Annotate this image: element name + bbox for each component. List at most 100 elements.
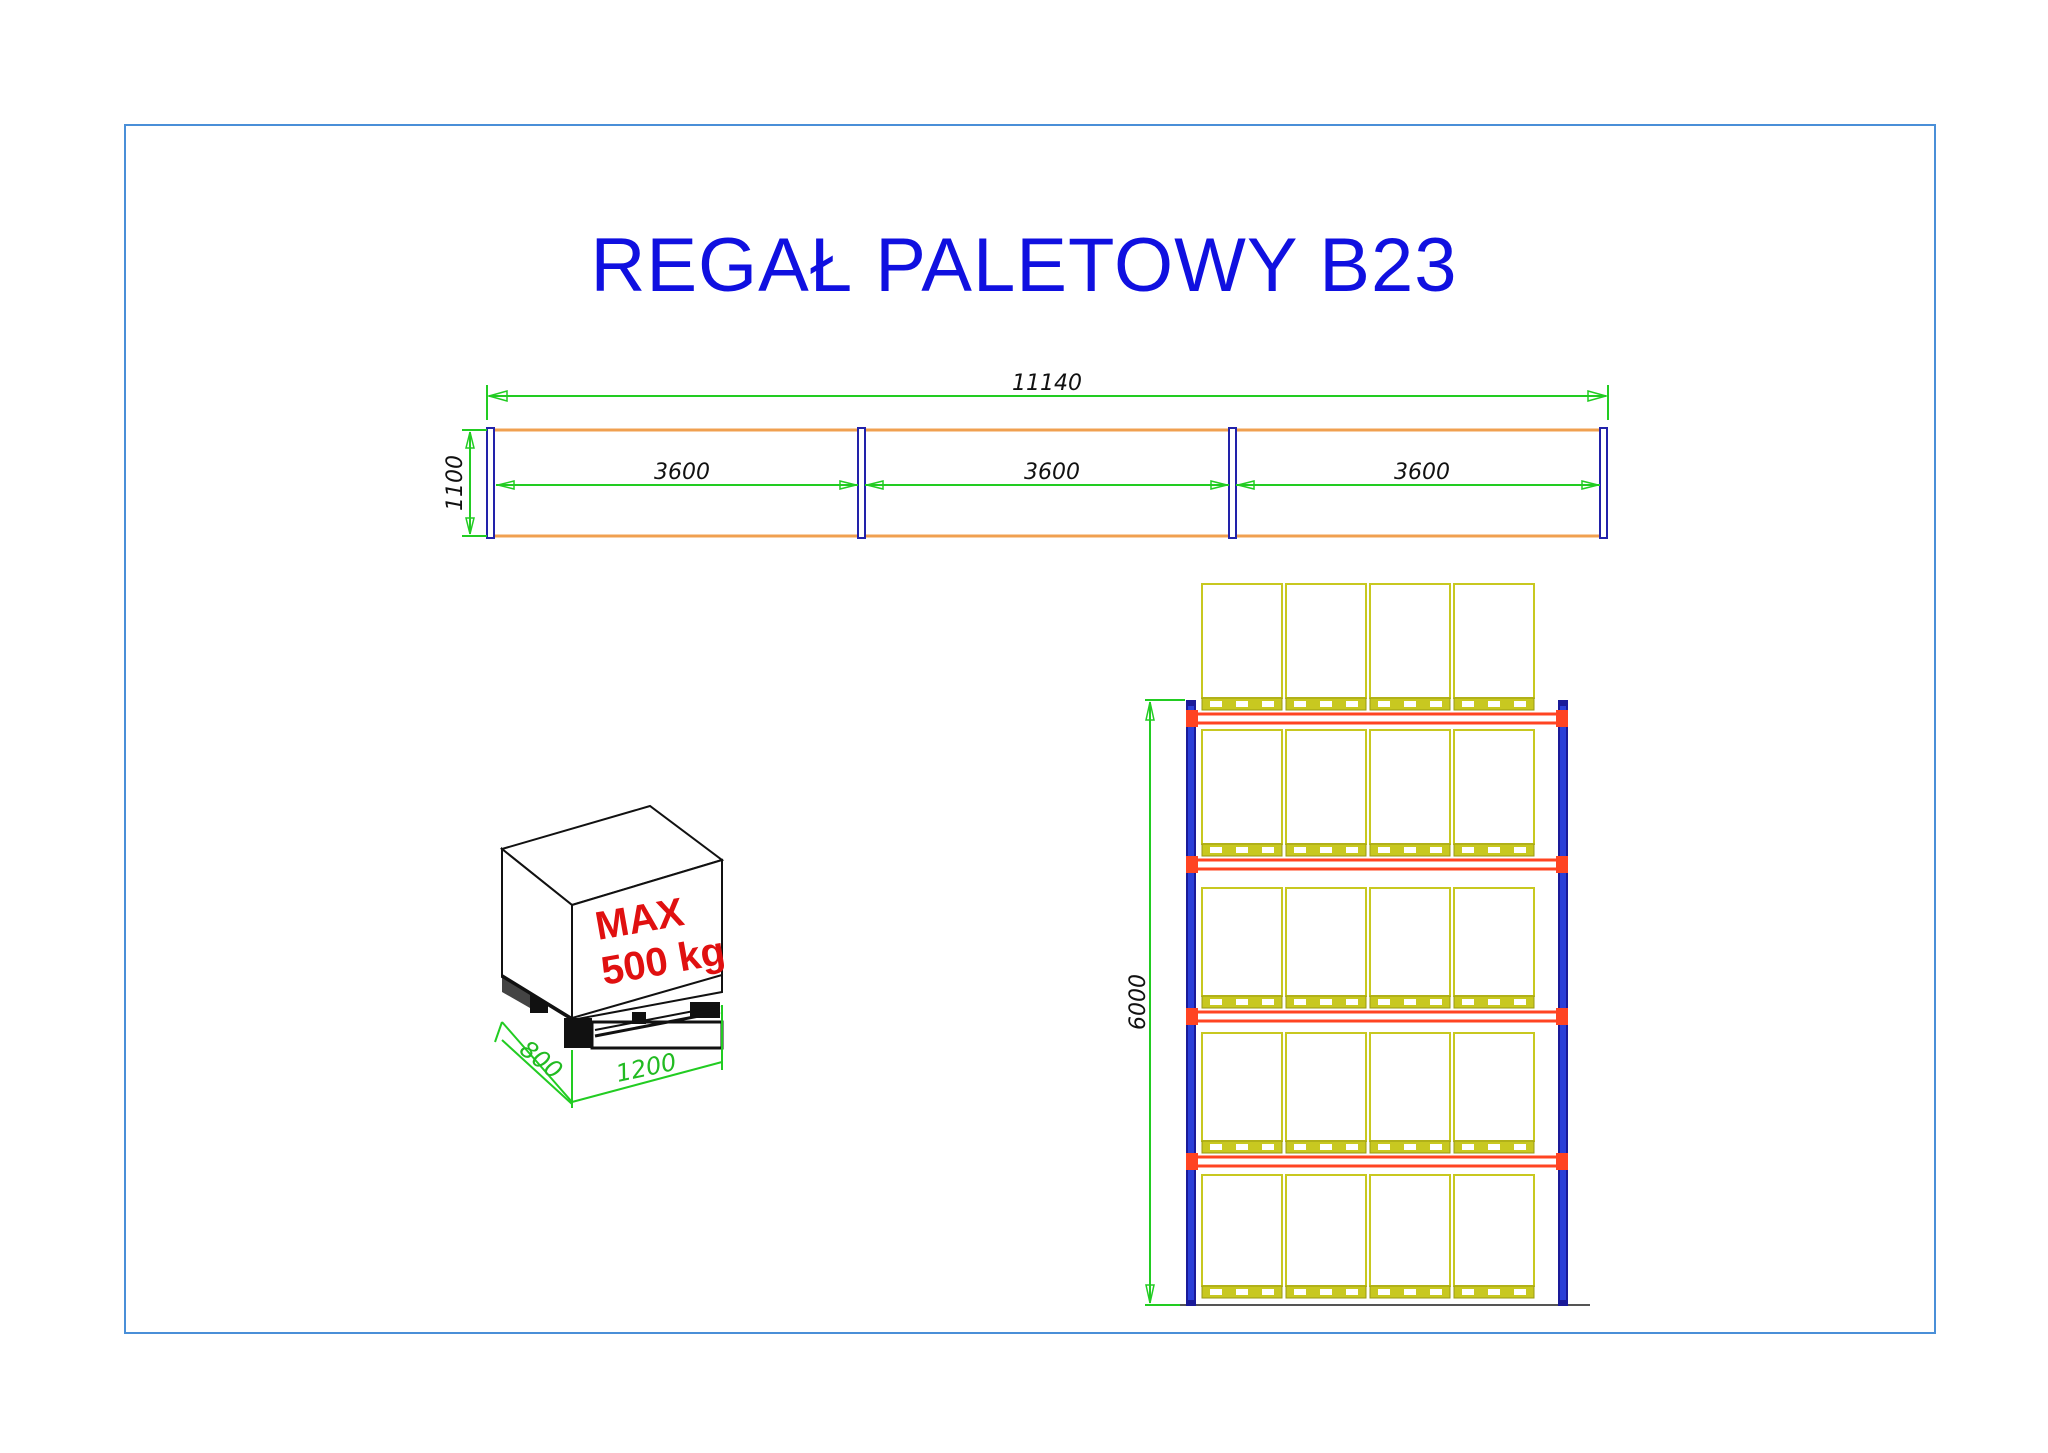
beam-connector: [1186, 1008, 1198, 1025]
pallet-load: [1285, 1174, 1367, 1287]
pallet-load: [1201, 1032, 1283, 1142]
beam-connector: [1556, 1008, 1568, 1025]
beam-connector: [1556, 1153, 1568, 1170]
front-elevation: 6000: [1126, 583, 1590, 1306]
pallet-slot: [1404, 1144, 1416, 1150]
pallet-slot: [1346, 1144, 1358, 1150]
pallet-load: [1369, 1174, 1451, 1287]
pallet-slot: [1378, 1144, 1390, 1150]
level-4: [1201, 729, 1535, 857]
total-length-dimension: 11140: [486, 371, 1609, 420]
pallet-slot: [1404, 847, 1416, 853]
pallet-load: [1453, 1174, 1535, 1287]
pallet-slot: [1430, 701, 1442, 707]
beam-connector: [1556, 710, 1568, 727]
pallet-slot: [1236, 1289, 1248, 1295]
pallet-slot: [1210, 847, 1222, 853]
bay-dimensions: 3600 3600 3600: [496, 460, 1600, 490]
pallet-slot: [1488, 1144, 1500, 1150]
plan-view: 11140 3600 3600: [443, 371, 1609, 539]
bay-2-width-label: 3600: [1024, 460, 1080, 485]
pallet-slot: [1294, 847, 1306, 853]
beam-connector: [1186, 710, 1198, 727]
depth-dimension: 1100: [443, 429, 487, 537]
pallet-slot: [1346, 701, 1358, 707]
pallet-slot: [1514, 1289, 1526, 1295]
pallet-slot: [1210, 701, 1222, 707]
pallet-slot: [1236, 701, 1248, 707]
beam-level-5: [1188, 712, 1566, 725]
pallet-slot: [1236, 1144, 1248, 1150]
pallet-slot: [1488, 701, 1500, 707]
pallet-slot: [1210, 999, 1222, 1005]
level-1: [1201, 1174, 1535, 1299]
pallet-load: [1453, 887, 1535, 997]
pallet-slot: [1320, 1144, 1332, 1150]
pallet-slot: [1378, 1289, 1390, 1295]
pallet-slot: [1514, 701, 1526, 707]
beam-connector: [1556, 856, 1568, 873]
pallet-load: [1201, 583, 1283, 699]
pallet-slot: [1488, 999, 1500, 1005]
height-dimension: 6000: [1126, 699, 1185, 1306]
upright-right: [1558, 700, 1568, 1306]
pallet-load: [1285, 729, 1367, 845]
pallet-slot: [1294, 1144, 1306, 1150]
upright-left: [1186, 700, 1196, 1306]
pallet-base: [501, 958, 724, 1050]
beam-connector: [1186, 1153, 1198, 1170]
pallet-slot: [1262, 1289, 1274, 1295]
plan-upright-2: [857, 427, 866, 539]
beam-connector: [1186, 856, 1198, 873]
pallet-slot: [1210, 1144, 1222, 1150]
pallet-slot: [1488, 847, 1500, 853]
pallet-slot: [1262, 847, 1274, 853]
pallet-slot: [1262, 1144, 1274, 1150]
pallet-box-right: [571, 858, 723, 1020]
pallet-load: [1453, 1032, 1535, 1142]
pallet-slot: [1236, 847, 1248, 853]
pallet-load: [1369, 1032, 1451, 1142]
pallet-slot: [1320, 701, 1332, 707]
pallet-load: [1285, 1032, 1367, 1142]
height-label: 6000: [1126, 974, 1151, 1030]
pallet-slot: [1514, 847, 1526, 853]
pallet-load: [1201, 1174, 1283, 1287]
pallet-slot: [1514, 999, 1526, 1005]
pallet-slot: [1346, 1289, 1358, 1295]
plan-upright-1: [486, 427, 495, 539]
pallet-length-label: 1200: [613, 1048, 679, 1088]
pallet-load: [1285, 583, 1367, 699]
pallet-slot: [1320, 1289, 1332, 1295]
pallet-illustration: MAX 500 kg 800 1200: [494, 804, 728, 1108]
pallet-slot: [1462, 1289, 1474, 1295]
pallet-slot: [1462, 701, 1474, 707]
pallet-load: [1285, 887, 1367, 997]
pallet-slot: [1462, 847, 1474, 853]
storage-levels: [1186, 583, 1568, 1299]
pallet-slot: [1262, 999, 1274, 1005]
pallet-slot: [1378, 999, 1390, 1005]
beam-level-3: [1188, 1010, 1566, 1023]
depth-label: 1100: [443, 455, 468, 511]
pallet-load: [1369, 583, 1451, 699]
plan-upright-3: [1228, 427, 1237, 539]
pallet-slot: [1320, 999, 1332, 1005]
pallet-slot: [1430, 999, 1442, 1005]
pallet-slot: [1346, 847, 1358, 853]
pallet-slot: [1346, 999, 1358, 1005]
pallet-slot: [1378, 847, 1390, 853]
level-2: [1201, 1032, 1535, 1154]
pallet-slot: [1514, 1144, 1526, 1150]
pallet-load: [1201, 729, 1283, 845]
plan-upright-4: [1599, 427, 1608, 539]
pallet-slot: [1262, 701, 1274, 707]
pallet-load: [1369, 729, 1451, 845]
pallet-load: [1453, 583, 1535, 699]
drawing-frame: [124, 124, 1936, 1334]
level-5: [1201, 583, 1535, 711]
pallet-slot: [1294, 1289, 1306, 1295]
pallet-slot: [1430, 1289, 1442, 1295]
pallet-slot: [1294, 999, 1306, 1005]
